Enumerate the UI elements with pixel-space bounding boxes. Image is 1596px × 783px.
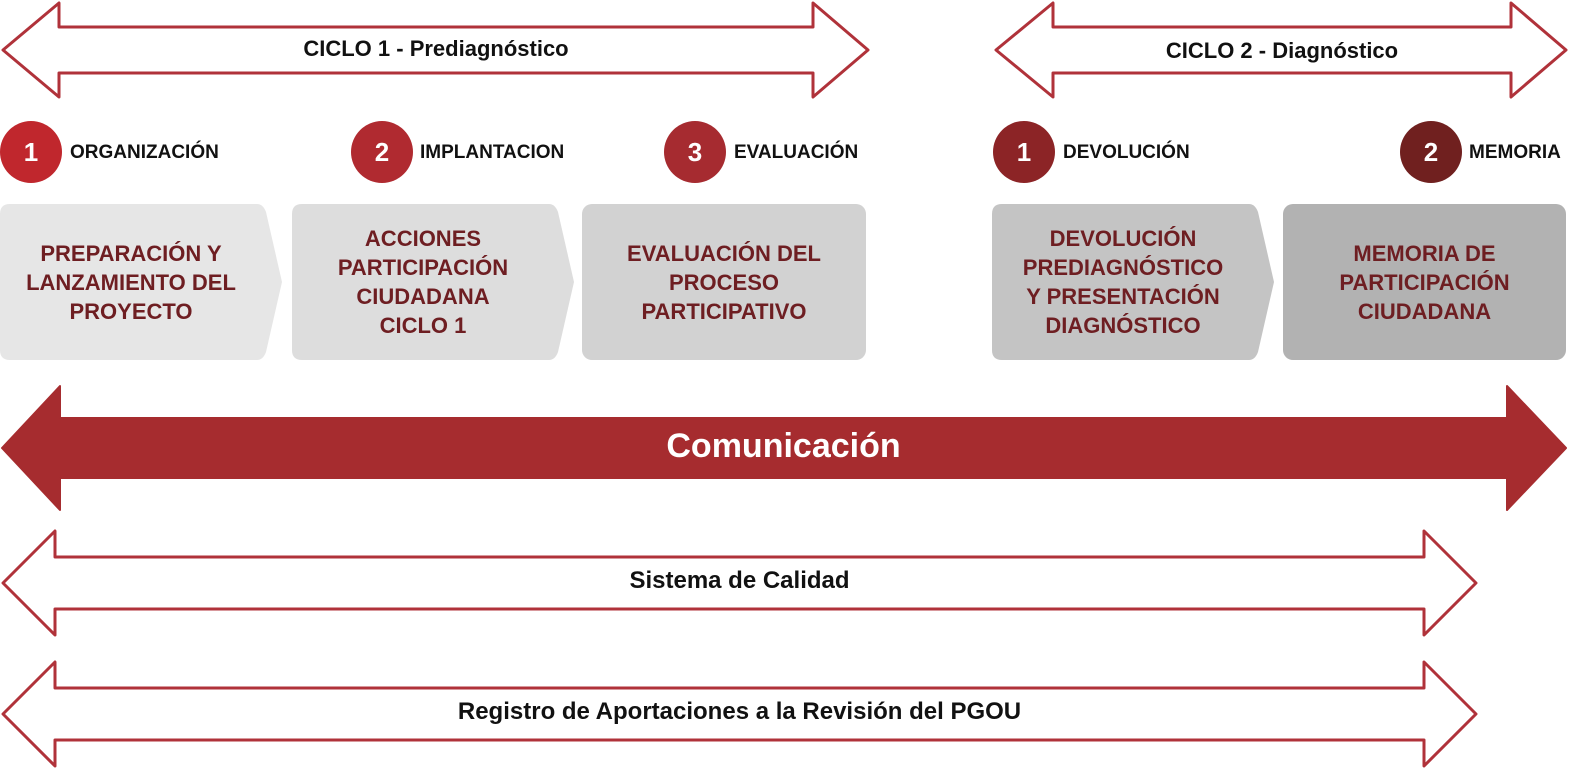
step-box-5	[1283, 204, 1566, 360]
step-number-circle-2: 2	[351, 121, 413, 183]
registry-label: Registro de Aportaciones a la Revisión d…	[457, 698, 1022, 725]
step-label-memoria: MEMORIA	[1469, 142, 1561, 163]
cycle2-title: CICLO 2 - Diagnóstico	[1165, 38, 1399, 63]
quality-system-label: Sistema de Calidad	[629, 567, 850, 594]
step-label-organizacion: ORGANIZACIÓN	[70, 142, 219, 163]
communication-label: Comunicación	[666, 427, 901, 465]
step-number-circle-4: 1	[993, 121, 1055, 183]
quality-arrow	[1, 529, 1478, 637]
step-number-circle-1: 1	[0, 121, 62, 183]
cycle1-title: CICLO 1 - Prediagnóstico	[303, 36, 569, 61]
step-box-3-text: EVALUACIÓN DEL PROCESO PARTICIPATIVO	[627, 240, 821, 324]
step-label-evaluacion: EVALUACIÓN	[734, 142, 859, 163]
step-box-5-text: MEMORIA DE PARTICIPACIÓN CIUDADANA	[1339, 240, 1510, 324]
step-label-implantacion: IMPLANTACION	[420, 142, 565, 163]
step-box-3	[582, 204, 866, 360]
step-box-1	[0, 204, 282, 360]
step-box-4	[992, 204, 1274, 360]
registry-arrow	[1, 660, 1478, 768]
step-box-2-text: ACCIONES PARTICIPACIÓN CIUDADANA CICLO 1	[337, 226, 509, 338]
step-number-circle-3: 3	[664, 121, 726, 183]
step-label-devolucion: DEVOLUCIÓN	[1063, 142, 1190, 163]
communication-arrow	[1, 385, 1567, 511]
step-box-4-text: DEVOLUCIÓN PREDIAGNÓSTICO Y PRESENTACIÓN…	[1022, 226, 1224, 338]
step-box-2	[292, 204, 574, 360]
cycle2-arrow	[994, 1, 1568, 99]
step-number-circle-5: 2	[1400, 121, 1462, 183]
step-box-1-text: PREPARACIÓN Y LANZAMIENTO DEL PROYECTO	[26, 240, 236, 324]
cycle1-arrow	[1, 1, 870, 99]
